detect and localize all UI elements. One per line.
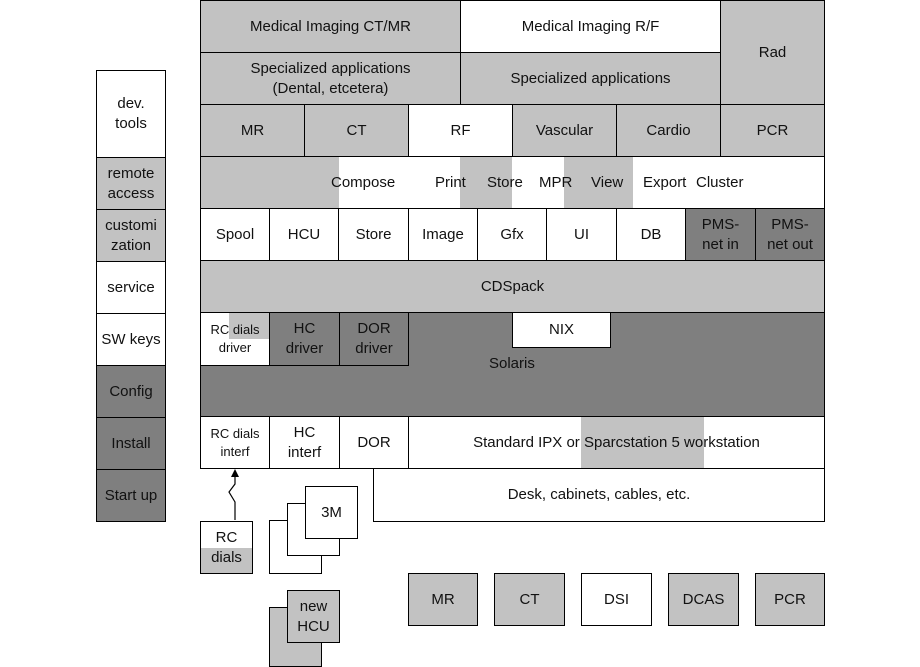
new-hcu-box: new HCU bbox=[287, 590, 340, 643]
solaris-label: Solaris bbox=[489, 355, 535, 372]
db-box: DB bbox=[616, 208, 686, 261]
rc-dials-zigzag-line bbox=[228, 474, 236, 520]
cdspack-box: CDSpack bbox=[200, 260, 825, 313]
services-shade-left bbox=[201, 157, 339, 208]
remote-access-box: remote access bbox=[96, 157, 166, 210]
rc-dials-driver-box: RC dials driver bbox=[200, 312, 270, 366]
config-box: Config bbox=[96, 365, 166, 418]
image-box: Image bbox=[408, 208, 478, 261]
rc-dials-arrowhead bbox=[231, 469, 239, 477]
dev-tools-box: dev. tools bbox=[96, 70, 166, 158]
modality-vascular-box: Vascular bbox=[512, 104, 617, 157]
service-compose: Compose bbox=[331, 174, 396, 191]
nix-box: NIX bbox=[512, 312, 611, 348]
dor-box: DOR bbox=[339, 416, 409, 469]
desk-box: Desk, cabinets, cables, etc. bbox=[373, 468, 825, 522]
bottom-dcas-box: DCAS bbox=[668, 573, 739, 626]
3m-box: 3M bbox=[305, 486, 358, 539]
rc-dials-driver-shade bbox=[229, 313, 269, 339]
service-cluster: Cluster bbox=[696, 174, 744, 191]
rc-dials-shade bbox=[201, 548, 252, 573]
medical-imaging-rf-box: Medical Imaging R/F bbox=[460, 0, 721, 53]
store-box: Store bbox=[338, 208, 409, 261]
bottom-pcr-box: PCR bbox=[755, 573, 825, 626]
hc-driver-box: HC driver bbox=[269, 312, 340, 366]
workstation-box: Standard IPX or Sparcstation 5 workstati… bbox=[408, 416, 825, 469]
modality-pcr-box: PCR bbox=[720, 104, 825, 157]
services-shade-view bbox=[564, 157, 633, 208]
service-mpr: MPR bbox=[539, 174, 573, 191]
customization-box: customi zation bbox=[96, 209, 166, 262]
service-view: View bbox=[591, 174, 624, 191]
services-shade-store bbox=[460, 157, 512, 208]
gfx-box: Gfx bbox=[477, 208, 547, 261]
hcu-box: HCU bbox=[269, 208, 339, 261]
modality-mr-box: MR bbox=[200, 104, 305, 157]
specialized-applications-dental-box: Specialized applications (Dental, etcete… bbox=[200, 52, 461, 105]
spool-box: Spool bbox=[200, 208, 270, 261]
service-export: Export bbox=[643, 174, 687, 191]
specialized-applications-box: Specialized applications bbox=[460, 52, 721, 105]
bottom-ct-box: CT bbox=[494, 573, 565, 626]
sw-keys-box: SW keys bbox=[96, 313, 166, 366]
start-up-box: Start up bbox=[96, 469, 166, 522]
modality-ct-box: CT bbox=[304, 104, 409, 157]
rad-box: Rad bbox=[720, 0, 825, 105]
hc-interf-box: HC interf bbox=[269, 416, 340, 469]
medical-imaging-ct-mr-box: Medical Imaging CT/MR bbox=[200, 0, 461, 53]
dor-driver-box: DOR driver bbox=[339, 312, 409, 366]
pms-net-out-box: PMS- net out bbox=[755, 208, 825, 261]
modality-rf-box: RF bbox=[408, 104, 513, 157]
rc-dials-box: RC dials bbox=[200, 521, 253, 574]
bottom-dsi-box: DSI bbox=[581, 573, 652, 626]
service-box: service bbox=[96, 261, 166, 314]
rc-dials-interf-box: RC dials interf bbox=[200, 416, 270, 469]
pms-net-in-box: PMS- net in bbox=[685, 208, 756, 261]
service-store: Store bbox=[487, 174, 523, 191]
bottom-mr-box: MR bbox=[408, 573, 478, 626]
service-print: Print bbox=[435, 174, 466, 191]
workstation-shade bbox=[581, 417, 704, 468]
